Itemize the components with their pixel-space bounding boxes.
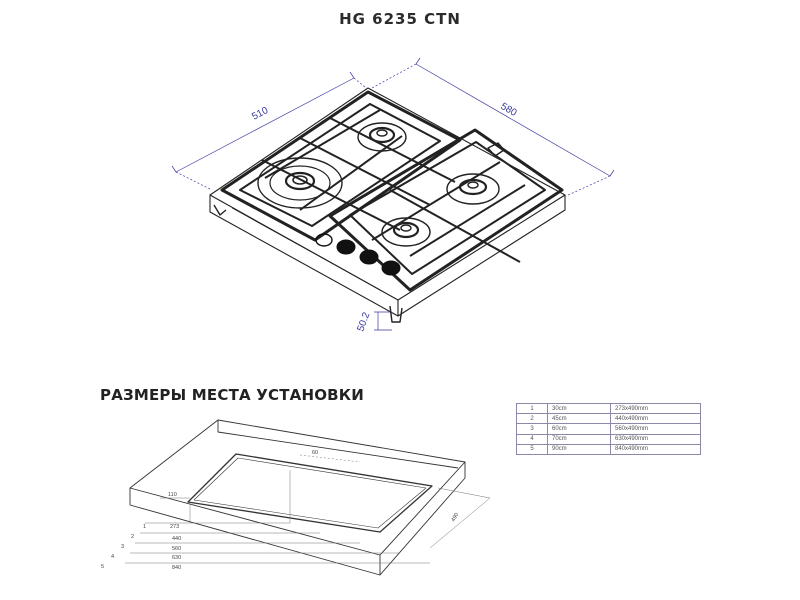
row-width-3: 560 — [172, 546, 181, 552]
table-row: 1 30cm 273x490mm — [516, 402, 701, 415]
burner-front-right — [381, 217, 431, 247]
burner-rear-right — [446, 173, 500, 205]
installation-drawing — [129, 419, 466, 576]
dim-line-width — [175, 77, 355, 173]
row-width-4: 630 — [172, 555, 181, 561]
dim-height-label: 50.2 — [355, 311, 372, 333]
top-depth-label: 60 — [312, 450, 318, 456]
control-knobs — [315, 233, 401, 276]
installation-title: РАЗМЕРЫ МЕСТА УСТАНОВКИ — [100, 386, 365, 404]
cut-out — [187, 453, 433, 533]
grate-right — [328, 128, 564, 292]
burner-rear-left — [357, 122, 407, 152]
cut-depth-label: 490 — [451, 512, 461, 523]
dim-line-depth — [415, 63, 611, 177]
table-row: 3 60cm 560x490mm — [516, 423, 701, 435]
dim-width-label: 510 — [250, 105, 270, 123]
table-row: 5 90cm 840x490mm — [516, 443, 701, 455]
knob-1 — [315, 233, 333, 247]
row-index-3: 3 — [121, 544, 124, 550]
row-index-5: 5 — [101, 564, 104, 570]
hob-side-front — [209, 195, 399, 317]
row-index-4: 4 — [111, 554, 114, 560]
hob-side-right — [397, 195, 566, 317]
dim-depth-label: 580 — [499, 101, 519, 119]
sizes-table: 1 30cm 273x490mm 2 45cm 440x490mm 3 60cm… — [516, 402, 701, 455]
burner-large — [257, 157, 343, 209]
row-width-5: 840 — [172, 565, 181, 571]
knob-3 — [359, 249, 379, 265]
row-width-1: 273 — [170, 524, 179, 530]
table-row: 4 70cm 630x490mm — [516, 433, 701, 445]
page-title: HG 6235 CTN — [339, 10, 461, 28]
row-width-2: 440 — [172, 536, 181, 542]
offset-label: 110 — [168, 492, 177, 498]
table-row: 2 45cm 440x490mm — [516, 413, 701, 425]
knob-2 — [336, 239, 356, 255]
row-index-1: 1 — [143, 524, 146, 530]
knob-4 — [381, 260, 401, 276]
row-index-2: 2 — [131, 534, 134, 540]
